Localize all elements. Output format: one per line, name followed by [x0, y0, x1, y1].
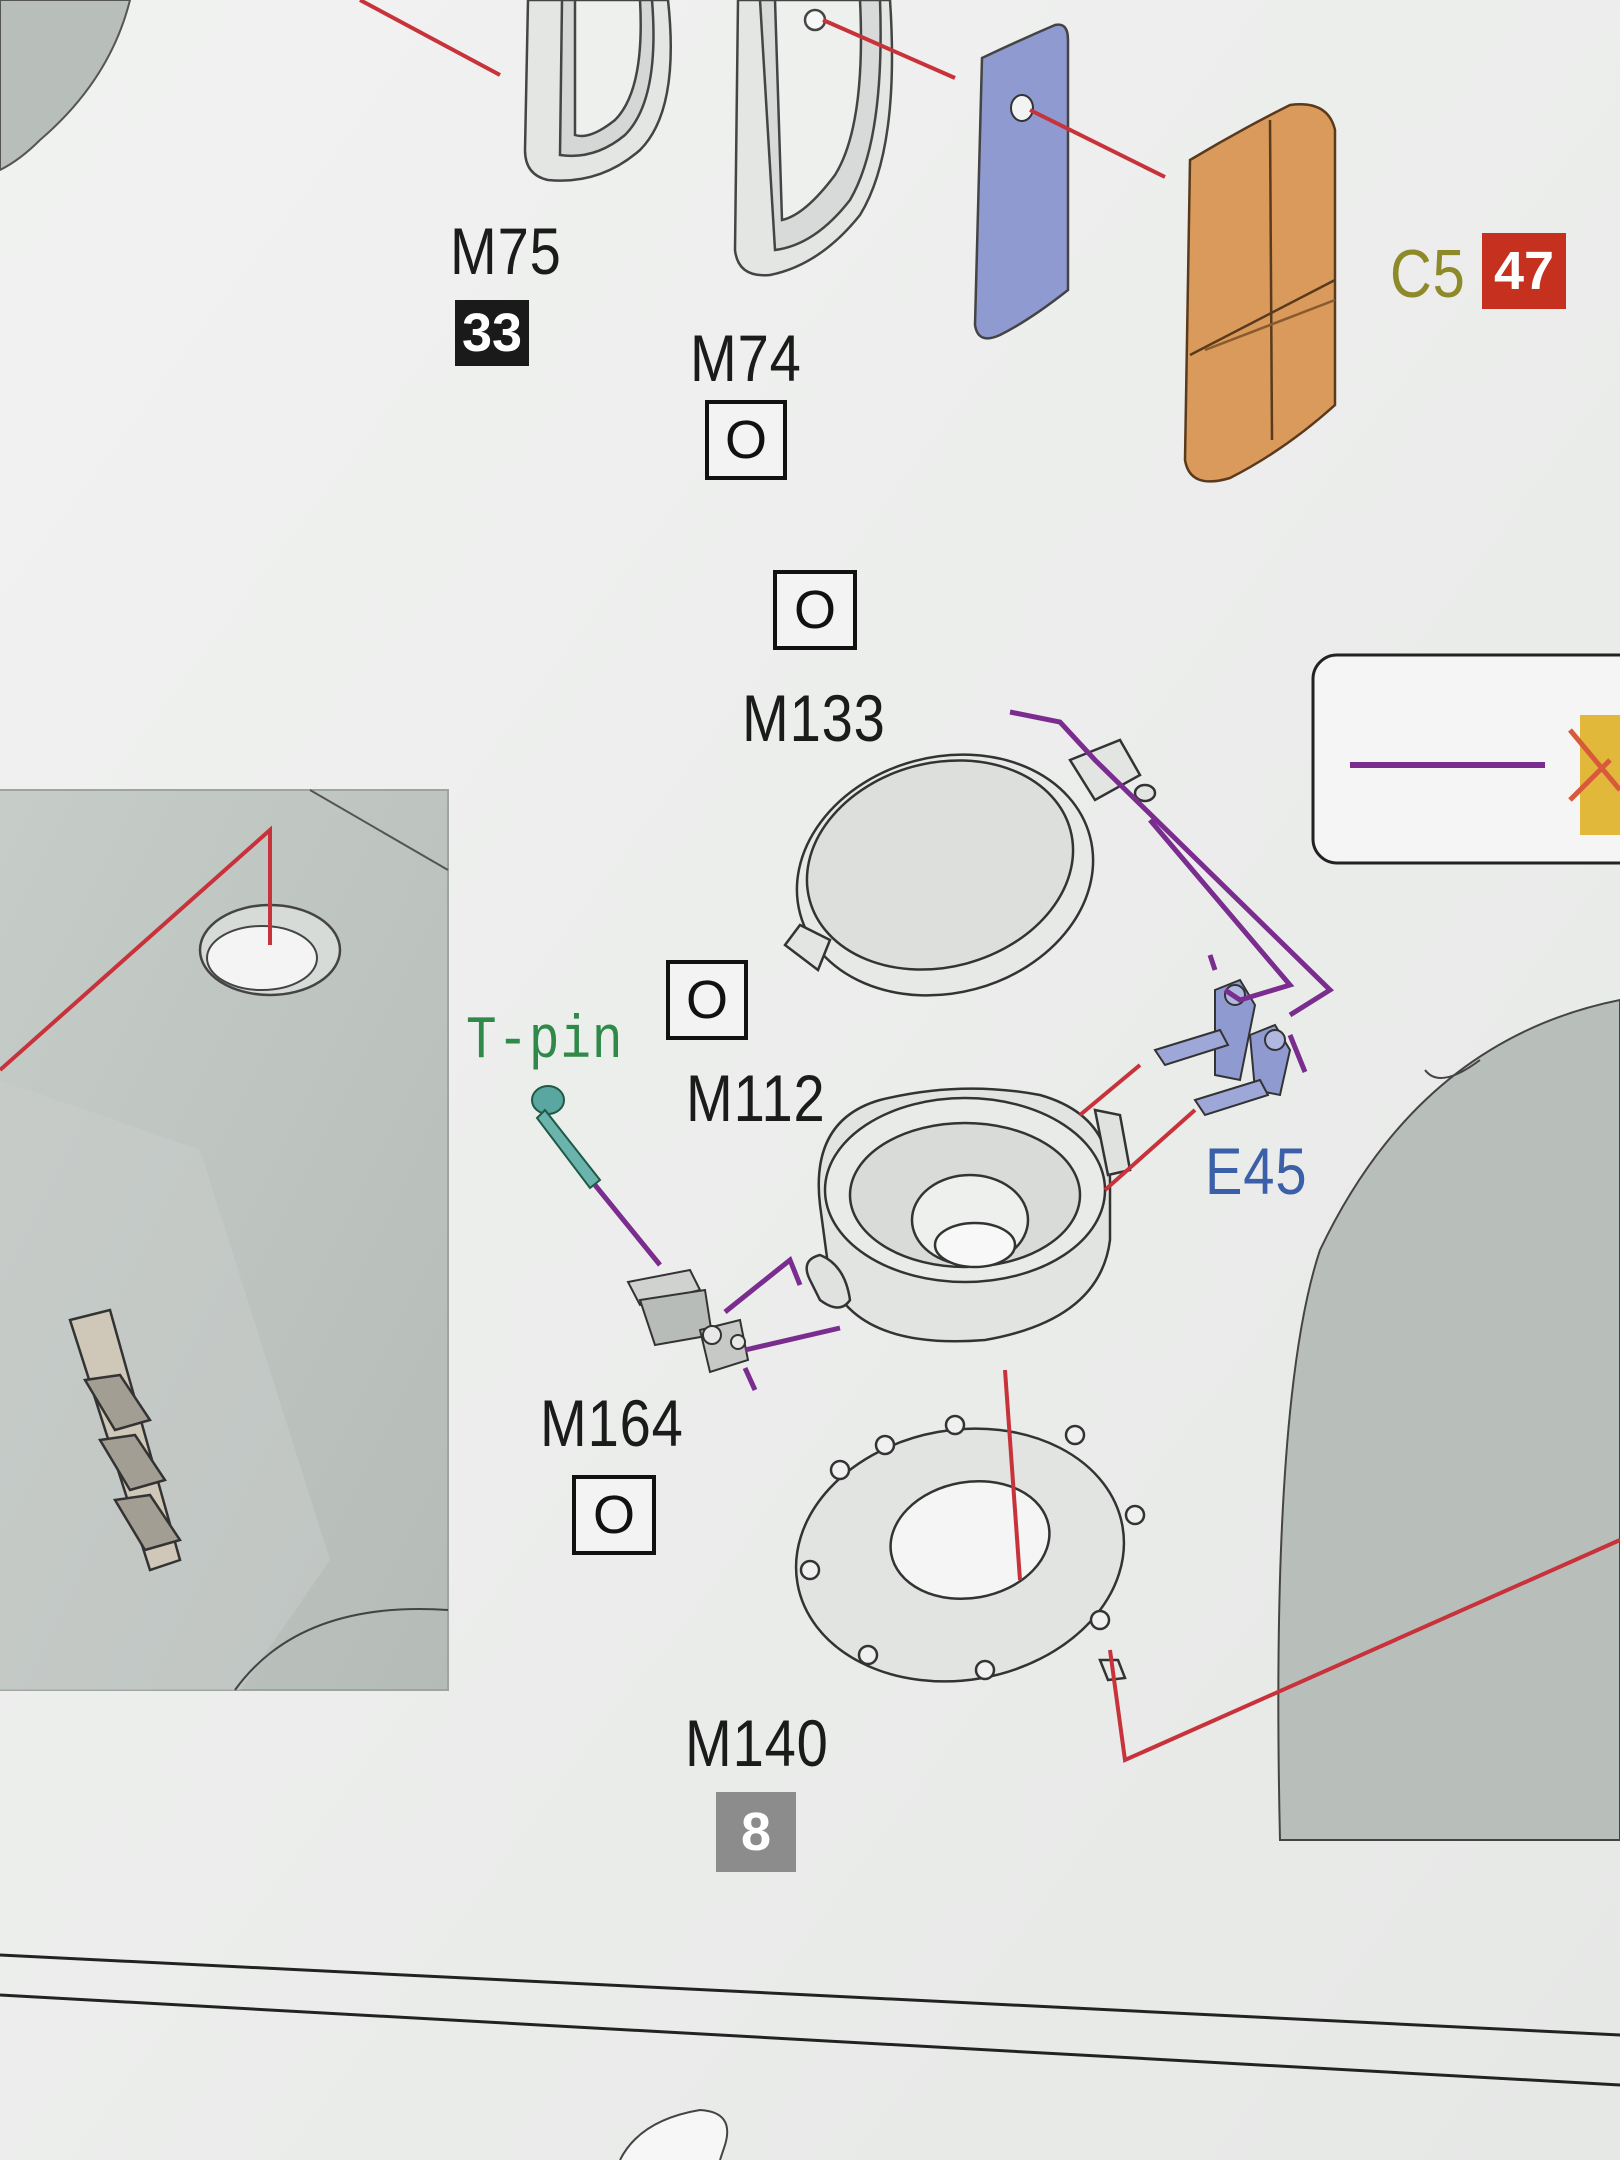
leader-line-m74 [822, 18, 956, 80]
leader-line-m75 [359, 0, 501, 77]
label-e45: E45 [1205, 1134, 1308, 1208]
page-rule-top [0, 1953, 1620, 2037]
paint-box-m112: O [666, 960, 748, 1040]
label-m133: M133 [742, 681, 886, 755]
red-leader-lines [0, 825, 1620, 1763]
label-m112: M112 [686, 1061, 826, 1135]
part-m74 [733, 0, 894, 277]
legend-box [1311, 653, 1620, 865]
label-m164: M164 [540, 1386, 684, 1460]
paint-box-m133: O [773, 570, 857, 650]
right-hull-piece [1277, 998, 1620, 1841]
part-m112 [805, 1087, 1132, 1343]
part-m133 [783, 738, 1157, 997]
page-rule-bottom [0, 1993, 1620, 2087]
paint-badge-c5: 47 [1482, 233, 1566, 309]
paint-box-m164: O [572, 1475, 656, 1555]
part-blue-plate [973, 23, 1070, 340]
hull-corner-piece [0, 0, 132, 172]
paint-box-m74: O [705, 400, 787, 480]
part-m140 [794, 1414, 1146, 1683]
label-c5: C5 [1390, 236, 1466, 312]
paint-badge-m140: 8 [716, 1792, 796, 1872]
part-m75 [523, 0, 673, 182]
leader-line-c5 [1029, 108, 1166, 179]
label-m74: M74 [690, 321, 802, 395]
part-e45 [1153, 978, 1292, 1117]
label-m75: M75 [450, 214, 562, 288]
purple-guide-lines [593, 709, 1335, 1392]
part-t-pin [531, 1085, 602, 1190]
label-t-pin: T-pin [466, 1008, 624, 1076]
paint-badge-m75: 33 [455, 300, 529, 366]
part-c5 [1183, 103, 1337, 483]
left-detail-panel [0, 789, 449, 1691]
next-step-part [619, 2108, 729, 2160]
part-m164 [626, 1268, 750, 1374]
label-m140: M140 [685, 1706, 829, 1780]
